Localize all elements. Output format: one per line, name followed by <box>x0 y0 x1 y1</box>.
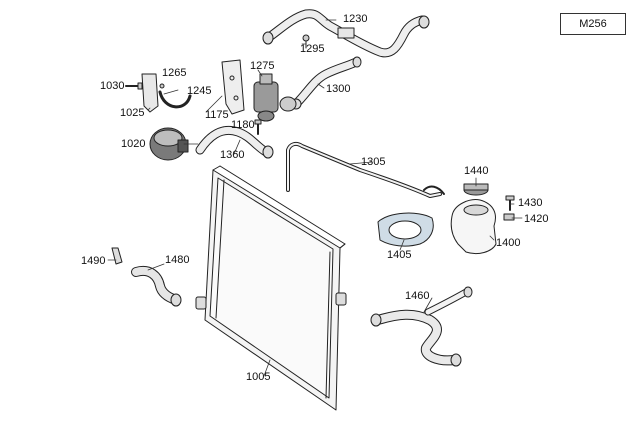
part-label-1245[interactable]: 1245 <box>187 85 212 97</box>
part-label-1480[interactable]: 1480 <box>165 254 190 266</box>
part-label-1360[interactable]: 1360 <box>220 149 245 161</box>
bracket-1405[interactable] <box>377 212 434 247</box>
part-label-1460[interactable]: 1460 <box>405 290 430 302</box>
radiator-1005[interactable] <box>195 165 347 411</box>
bracket-1025[interactable] <box>141 73 159 113</box>
bracket-1175[interactable] <box>221 59 245 115</box>
pump-1020[interactable] <box>149 127 189 161</box>
part-label-1490[interactable]: 1490 <box>81 255 106 267</box>
part-label-1020[interactable]: 1020 <box>121 138 146 150</box>
part-label-1440[interactable]: 1440 <box>464 165 489 177</box>
part-label-1430[interactable]: 1430 <box>518 197 543 209</box>
bolt-1430[interactable] <box>505 195 515 211</box>
hose-1480[interactable] <box>131 266 182 307</box>
hose-1305[interactable] <box>286 141 445 198</box>
reservoir-1400[interactable] <box>450 199 497 255</box>
part-label-1295[interactable]: 1295 <box>300 43 325 55</box>
clamp-1265[interactable] <box>158 83 192 109</box>
thermostat-1275[interactable] <box>253 73 297 122</box>
part-label-1305[interactable]: 1305 <box>361 156 386 168</box>
part-label-1265[interactable]: 1265 <box>162 67 187 79</box>
model-code-box: M256 <box>560 13 626 35</box>
part-label-1300[interactable]: 1300 <box>326 83 351 95</box>
leader-lines <box>107 19 523 377</box>
part-label-1025[interactable]: 1025 <box>120 107 145 119</box>
part-label-1400[interactable]: 1400 <box>496 237 521 249</box>
part-label-1275[interactable]: 1275 <box>250 60 275 72</box>
bolt-1295[interactable] <box>302 34 310 49</box>
hose-1230[interactable] <box>262 9 430 58</box>
hose-1360[interactable] <box>195 126 274 159</box>
clip-1420[interactable] <box>503 213 515 221</box>
part-label-1420[interactable]: 1420 <box>524 213 549 225</box>
part-label-1005[interactable]: 1005 <box>246 371 271 383</box>
part-label-1030[interactable]: 1030 <box>100 80 125 92</box>
hose-1460[interactable] <box>370 286 473 367</box>
part-label-1405[interactable]: 1405 <box>387 249 412 261</box>
bolt-1180[interactable] <box>254 119 262 135</box>
part-label-1230[interactable]: 1230 <box>343 13 368 25</box>
fitting-1490[interactable] <box>111 247 123 265</box>
part-label-1175[interactable]: 1175 <box>205 109 229 121</box>
part-label-1180[interactable]: 1180 <box>231 119 255 131</box>
